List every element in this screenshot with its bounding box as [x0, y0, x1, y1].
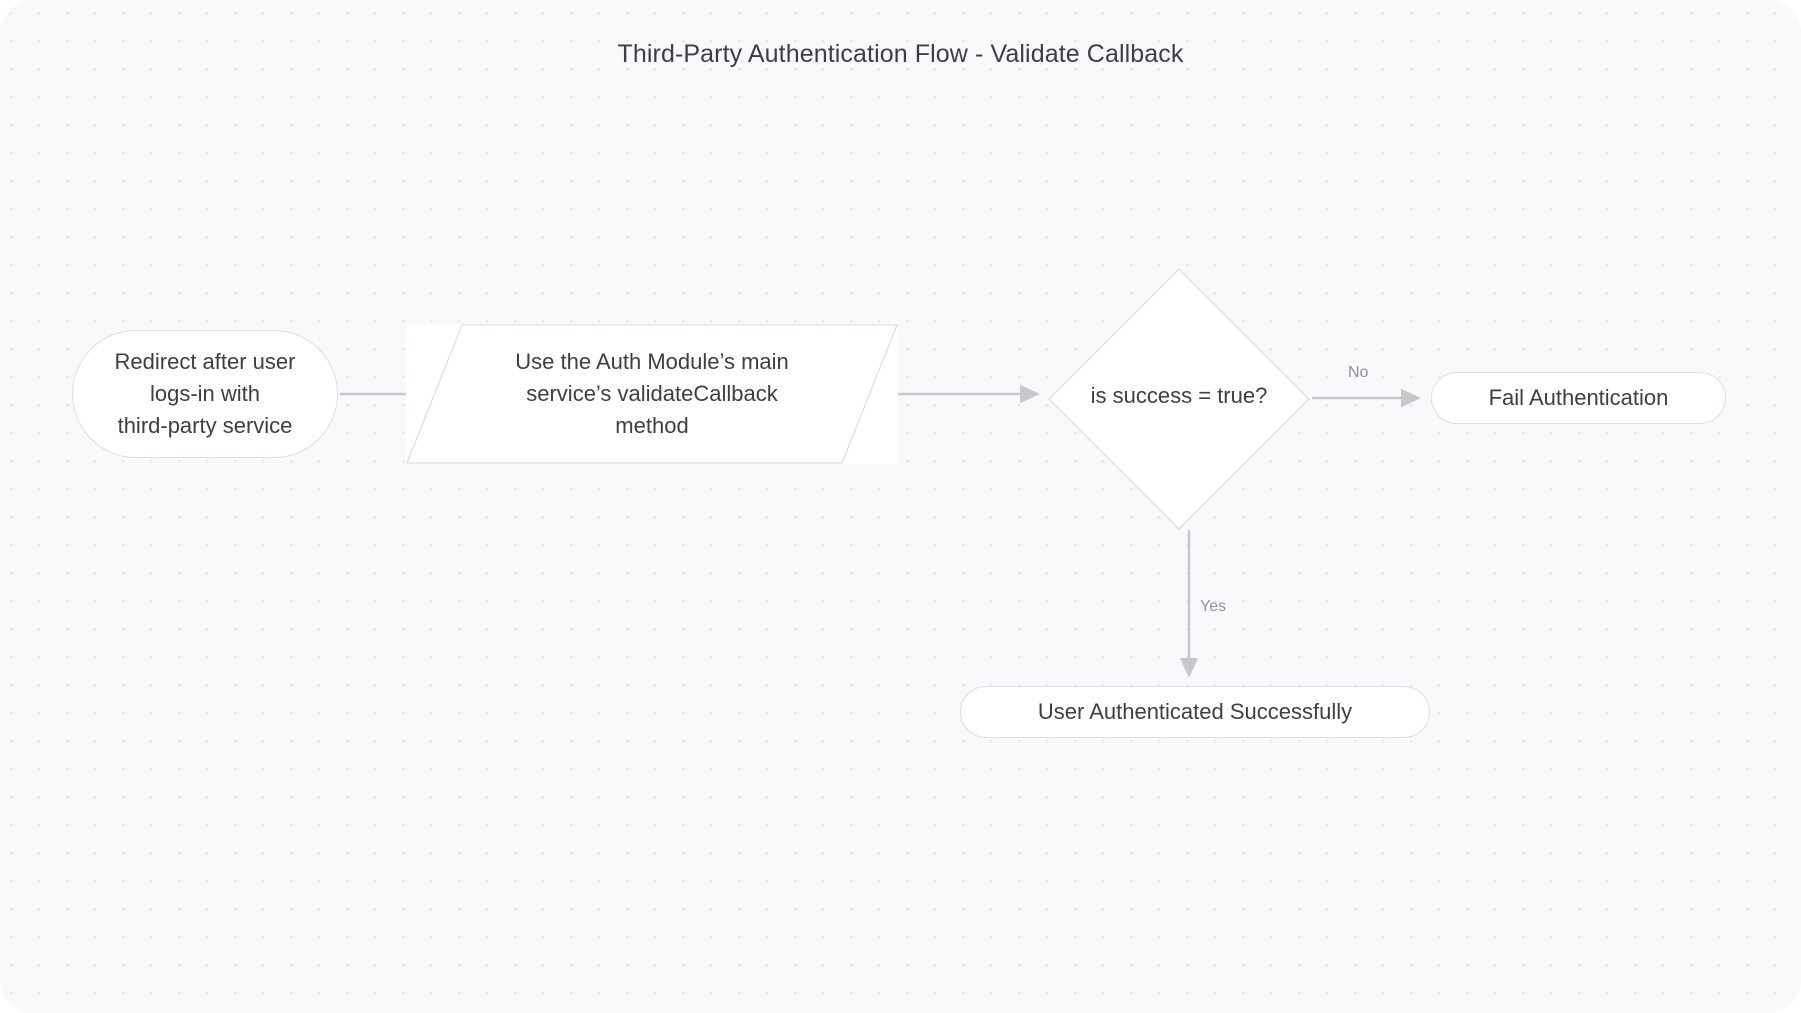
- node-redirect-after-login[interactable]: Redirect after user logs-in with third-p…: [72, 330, 338, 458]
- node-label-line: is success = true?: [1090, 383, 1268, 408]
- node-label-line: service’s validateCallback: [526, 380, 778, 406]
- node-label-line: third-party service: [117, 413, 293, 439]
- diamond-shape: [1048, 268, 1310, 530]
- edge-label-no: No: [1348, 364, 1369, 381]
- node-decision-is-success[interactable]: is success = true?: [1048, 268, 1310, 530]
- node-label: Redirect after user logs-in with third-p…: [115, 346, 296, 443]
- node-user-authenticated-successfully[interactable]: User Authenticated Successfully: [960, 686, 1430, 738]
- node-label: Fail Authentication: [1489, 382, 1669, 414]
- node-validate-callback[interactable]: Use the Auth Module’s main service’s val…: [406, 324, 898, 464]
- node-label-line: method: [615, 413, 689, 439]
- node-label-line: User Authenticated Successfully: [1037, 698, 1353, 724]
- node-label: User Authenticated Successfully: [1038, 696, 1352, 728]
- page-title: Third-Party Authentication Flow - Valida…: [617, 40, 1184, 68]
- node-label-line: logs-in with: [149, 380, 261, 406]
- edge-label-yes: Yes: [1200, 598, 1227, 615]
- node-label-line: Redirect after user: [114, 348, 296, 374]
- node-label: Use the Auth Module’s main service’s val…: [515, 346, 789, 443]
- node-fail-authentication[interactable]: Fail Authentication: [1431, 372, 1726, 424]
- node-label-line: Use the Auth Module’s main: [515, 348, 789, 374]
- parallelogram-shape: [406, 324, 898, 464]
- node-label: is success = true?: [993, 380, 1365, 412]
- node-label-line: Fail Authentication: [1488, 384, 1669, 410]
